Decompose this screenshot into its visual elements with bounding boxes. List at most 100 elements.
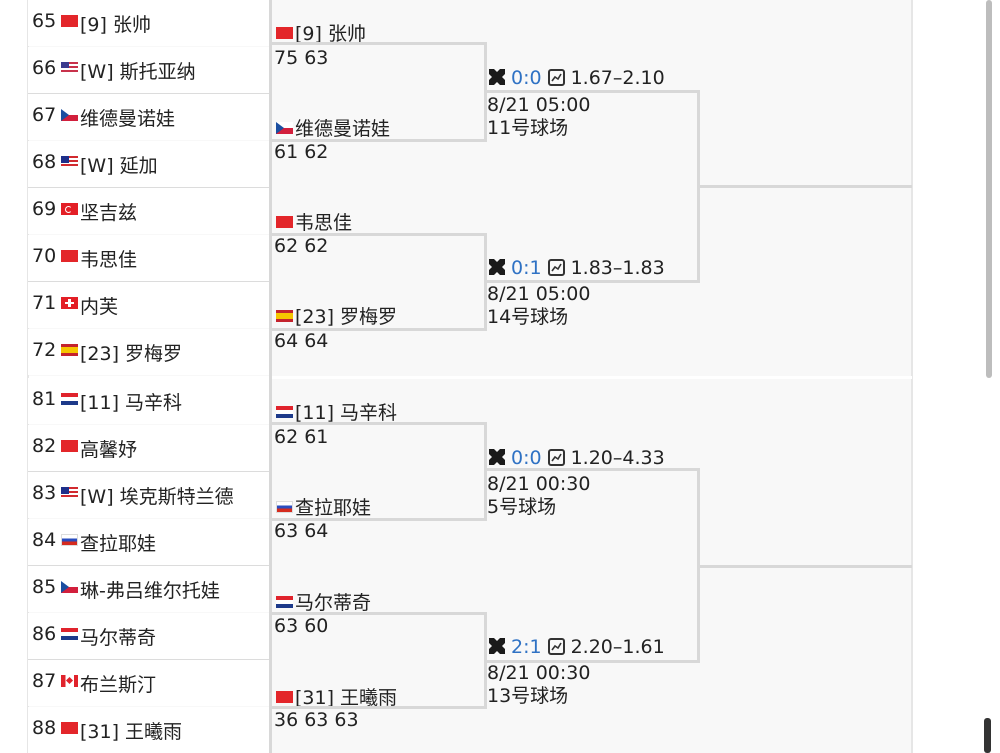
bracket-line: [272, 376, 912, 379]
flag-hr-icon: [61, 393, 78, 405]
player-name[interactable]: 高馨妤: [80, 439, 138, 461]
flag-es-icon: [61, 344, 78, 356]
round2-player[interactable]: 马尔蒂奇: [276, 588, 371, 615]
round1-score: 63 64: [274, 520, 329, 542]
bracket-line: [484, 612, 487, 709]
match-court: 5号球场: [487, 496, 557, 518]
bracket-line: [700, 185, 912, 188]
right-border: [911, 0, 913, 753]
match-time: 8/21 05:00: [487, 283, 591, 305]
versus-swords-icon[interactable]: [487, 67, 507, 87]
player-name[interactable]: [W] 延加: [80, 155, 158, 177]
bracket-line: [272, 328, 484, 331]
match-odds: 1.83–1.83: [570, 257, 665, 279]
round2-player-name: [9] 张帅: [295, 23, 366, 45]
round2-player[interactable]: [9] 张帅: [276, 19, 366, 46]
round2-player-name: 维德曼诺娃: [295, 118, 391, 140]
scrollbar-thumb-lower[interactable]: [984, 718, 991, 753]
match-time: 8/21 05:00: [487, 94, 591, 116]
round2-player-name: [31] 王曦雨: [295, 687, 398, 709]
player-name[interactable]: [W] 斯托亚纳: [80, 61, 196, 83]
player-name[interactable]: 查拉耶娃: [80, 533, 157, 555]
line-chart-icon[interactable]: [547, 449, 565, 466]
flag-cz-icon: [61, 581, 78, 593]
draw-row[interactable]: 69 坚吉兹: [28, 188, 270, 234]
draw-row[interactable]: 88 [31] 王曦雨: [28, 707, 270, 753]
flag-hr-icon: [61, 628, 78, 640]
round1-score: 75 63: [274, 47, 329, 69]
round2-player[interactable]: [31] 王曦雨: [276, 683, 397, 710]
player-name[interactable]: 韦思佳: [80, 249, 138, 271]
draw-row[interactable]: 81[11] 马辛科: [28, 378, 270, 424]
player-name[interactable]: 布兰斯汀: [80, 674, 157, 696]
line-chart-icon[interactable]: [547, 638, 565, 655]
player-name[interactable]: 坚吉兹: [80, 202, 138, 224]
versus-swords-icon[interactable]: [487, 447, 507, 467]
flag-cn-icon: [61, 440, 78, 452]
draw-position: 84: [32, 529, 57, 551]
bracket-line: [700, 565, 912, 568]
round2-player[interactable]: [23] 罗梅罗: [276, 302, 397, 329]
draw-row[interactable]: 66[W] 斯托亚纳: [28, 47, 270, 93]
draw-row[interactable]: 72[23] 罗梅罗: [28, 329, 270, 375]
versus-swords-icon[interactable]: [487, 636, 507, 656]
vote-count[interactable]: 2:1: [511, 636, 542, 658]
player-name[interactable]: 内芙: [80, 296, 119, 318]
draw-position: 88: [32, 717, 57, 739]
match-prediction[interactable]: 0:1 1.83–1.83: [487, 257, 665, 279]
player-name[interactable]: [23] 罗梅罗: [80, 343, 183, 365]
flag-cn-icon: [61, 250, 78, 262]
flag-tr-icon: [61, 203, 78, 215]
vote-count[interactable]: 0:0: [511, 67, 542, 89]
draw-row[interactable]: 87 布兰斯汀: [28, 660, 270, 706]
flag-cn-icon: [276, 691, 293, 703]
draw-position: 70: [32, 245, 57, 267]
player-name[interactable]: [9] 张帅: [80, 14, 151, 36]
draw-row[interactable]: 70 韦思佳: [28, 235, 270, 281]
flag-ca-icon: [61, 675, 78, 687]
round2-player[interactable]: 查拉耶娃: [276, 493, 371, 520]
player-name[interactable]: [W] 埃克斯特兰德: [80, 486, 234, 508]
player-name[interactable]: 马尔蒂奇: [80, 627, 157, 649]
flag-cz-icon: [61, 109, 78, 121]
draw-row[interactable]: 83[W] 埃克斯特兰德: [28, 472, 270, 518]
player-name[interactable]: 琳-弗吕维尔托娃: [80, 580, 220, 602]
draw-row[interactable]: 84 查拉耶娃: [28, 519, 270, 565]
bracket-line: [487, 660, 699, 663]
draw-position: 87: [32, 670, 57, 692]
round2-player[interactable]: 韦思佳: [276, 208, 352, 235]
vote-count[interactable]: 0:0: [511, 447, 542, 469]
player-name[interactable]: [11] 马辛科: [80, 392, 183, 414]
draw-row[interactable]: 65[9] 张帅: [28, 0, 270, 46]
draw-position: 69: [32, 198, 57, 220]
round2-player[interactable]: 维德曼诺娃: [276, 114, 390, 141]
versus-swords-icon[interactable]: [487, 257, 507, 277]
match-court: 13号球场: [487, 685, 569, 707]
bracket-line: [272, 518, 484, 521]
scrollbar-thumb[interactable]: [986, 0, 992, 378]
round2-player[interactable]: [11] 马辛科: [276, 398, 397, 425]
draw-row[interactable]: 68[W] 延加: [28, 141, 270, 187]
bracket-line: [272, 422, 484, 425]
round2-player-name: [11] 马辛科: [295, 402, 398, 424]
bracket-line: [272, 612, 484, 615]
line-chart-icon[interactable]: [547, 259, 565, 276]
vote-count[interactable]: 0:1: [511, 257, 542, 279]
flag-es-icon: [276, 310, 293, 322]
flag-ch-icon: [61, 297, 78, 309]
bracket-line: [269, 0, 272, 753]
player-name[interactable]: [31] 王曦雨: [80, 721, 183, 743]
player-name[interactable]: 维德曼诺娃: [80, 108, 176, 130]
line-chart-icon[interactable]: [547, 69, 565, 86]
bracket-line: [487, 90, 699, 93]
flag-my-icon: [61, 487, 78, 499]
